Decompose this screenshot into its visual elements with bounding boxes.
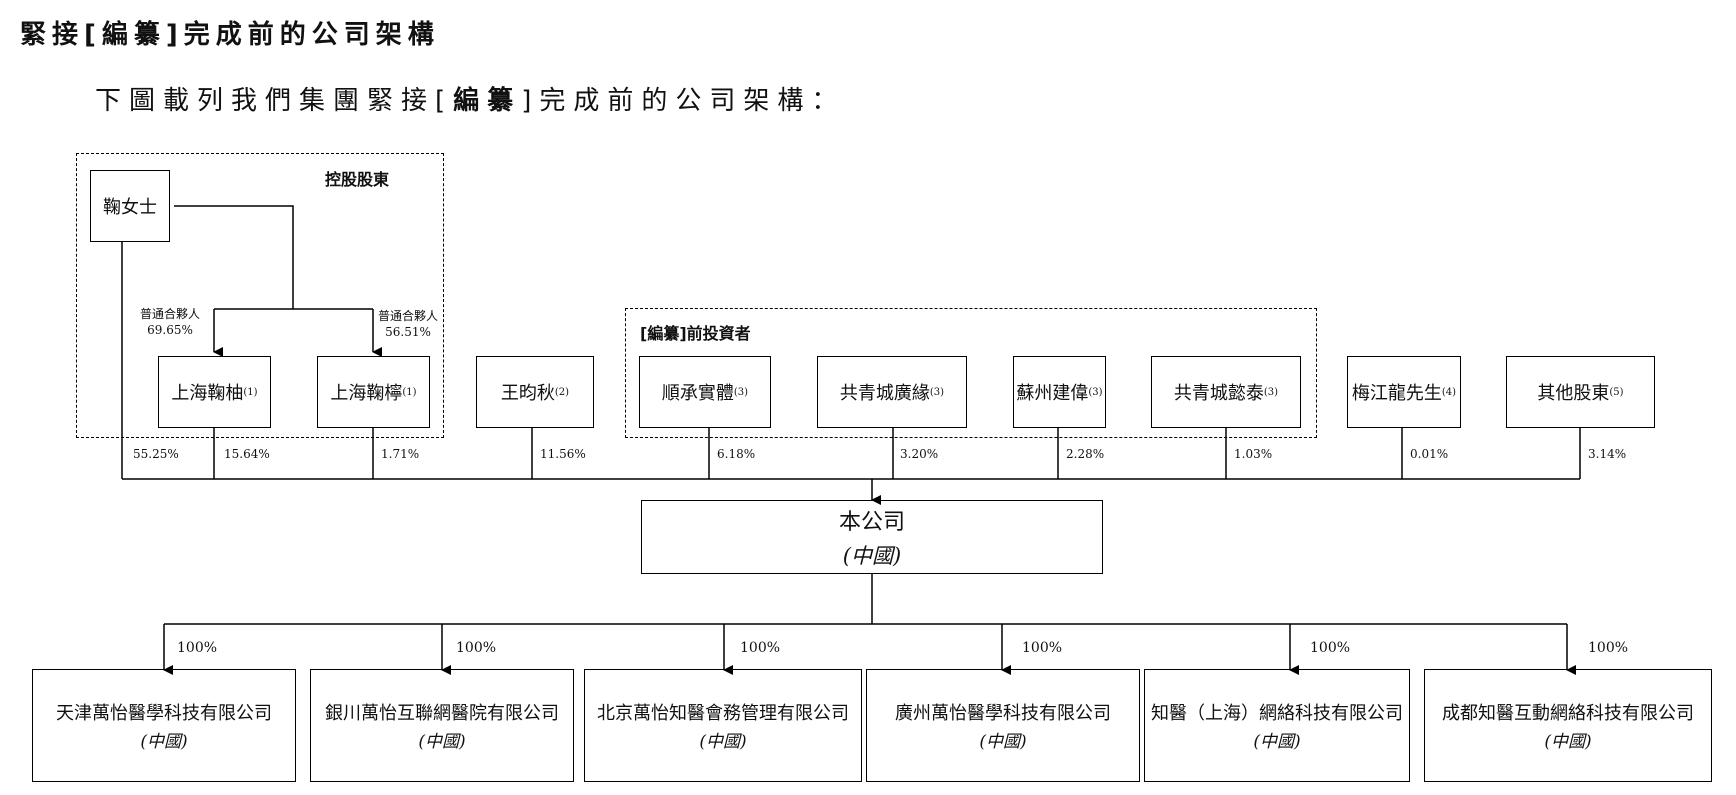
pct-wang: 11.56% xyxy=(540,447,586,461)
shareholder-guangyuan: 共青城廣緣(3) xyxy=(817,356,967,428)
sub-pct-3: 100% xyxy=(740,640,781,656)
subsidiary-5-country: (中國) xyxy=(1253,732,1301,752)
subsidiary-2-name: 銀川萬怡互聯網醫院有限公司 xyxy=(325,703,559,724)
shareholder-mei-note: (4) xyxy=(1441,386,1457,398)
pct-others: 3.14% xyxy=(1588,447,1627,461)
intro-bold: 編纂 xyxy=(453,86,522,116)
subsidiary-4: 廣州萬怡醫學科技有限公司 (中國) xyxy=(866,669,1140,782)
sub-pct-4: 100% xyxy=(1022,640,1063,656)
subsidiary-2-country: (中國) xyxy=(418,732,466,752)
pre-investor-bracket-open: [ xyxy=(640,324,648,343)
gp-juyou-pct: 69.65% xyxy=(147,323,193,337)
page-heading: 緊接[編纂]完成前的公司架構 xyxy=(20,20,440,50)
intro-bracket-close: ] xyxy=(521,86,540,116)
subsidiary-1: 天津萬怡醫學科技有限公司 (中國) xyxy=(32,669,296,782)
shareholder-juyou-note: (1) xyxy=(243,386,258,398)
shareholder-suzhou-name: 蘇州建偉 xyxy=(1016,383,1089,404)
sub-pct-6: 100% xyxy=(1588,640,1629,656)
pct-juyou: 15.64% xyxy=(224,447,270,461)
subsidiary-3-name: 北京萬怡知醫會務管理有限公司 xyxy=(597,703,849,724)
pct-ju: 55.25% xyxy=(133,447,179,461)
pct-mei: 0.01% xyxy=(1410,447,1449,461)
intro-text: 下圖載列我們集團緊接[編纂]完成前的公司架構： xyxy=(95,80,845,117)
shareholder-ju: 鞠女士 xyxy=(90,170,170,242)
subsidiary-4-name: 廣州萬怡醫學科技有限公司 xyxy=(895,703,1111,724)
intro-after: 完成前的公司架構： xyxy=(539,86,846,116)
pct-shuncheng: 6.18% xyxy=(717,447,756,461)
gp-label-juning: 普通合夥人 56.51% xyxy=(378,308,438,340)
shareholder-wang-name: 王昀秋 xyxy=(500,383,555,404)
gp-juyou-label: 普通合夥人 xyxy=(140,307,201,321)
shareholder-ju-name: 鞠女士 xyxy=(103,197,157,218)
shareholder-shuncheng-name: 順承實體 xyxy=(661,383,734,404)
subsidiary-2: 銀川萬怡互聯網醫院有限公司 (中國) xyxy=(310,669,574,782)
shareholder-guangyuan-note: (3) xyxy=(929,386,945,398)
subsidiary-3-country: (中國) xyxy=(699,732,747,752)
company-name: 本公司 xyxy=(838,510,905,535)
company-box: 本公司 (中國) xyxy=(641,500,1103,574)
shareholder-guangyuan-name: 共青城廣緣 xyxy=(839,383,930,404)
subsidiary-6-name: 成都知醫互動網絡科技有限公司 xyxy=(1442,703,1694,724)
shareholder-juyou: 上海鞠柚(1) xyxy=(158,356,271,428)
subsidiary-3: 北京萬怡知醫會務管理有限公司 (中國) xyxy=(584,669,862,782)
shareholder-yitai-note: (3) xyxy=(1263,386,1279,398)
shareholder-wang-note: (2) xyxy=(554,386,570,398)
subsidiary-1-country: (中國) xyxy=(140,732,188,752)
intro-before: 下圖載列我們集團緊接 xyxy=(95,86,436,116)
shareholder-yitai: 共青城懿泰(3) xyxy=(1151,356,1301,428)
shareholder-yitai-name: 共青城懿泰 xyxy=(1173,383,1264,404)
shareholder-juyou-name: 上海鞠柚 xyxy=(171,383,244,404)
pre-investor-bold: 編纂 xyxy=(647,324,680,343)
shareholder-juning-name: 上海鞠檸 xyxy=(330,383,403,404)
shareholder-mei-name: 梅江龍先生 xyxy=(1351,383,1442,404)
pct-suzhou: 2.28% xyxy=(1066,447,1105,461)
subsidiary-6-country: (中國) xyxy=(1544,732,1592,752)
gp-juning-label: 普通合夥人 xyxy=(378,309,439,323)
shareholder-others-note: (5) xyxy=(1609,386,1624,398)
shareholder-others: 其他股東(5) xyxy=(1506,356,1655,428)
shareholder-mei: 梅江龍先生(4) xyxy=(1347,356,1461,428)
shareholder-juning: 上海鞠檸(1) xyxy=(317,356,430,428)
subsidiary-5: 知醫（上海）網絡科技有限公司 (中國) xyxy=(1144,669,1410,782)
subsidiary-5-name: 知醫（上海）網絡科技有限公司 xyxy=(1151,703,1403,724)
sub-pct-5: 100% xyxy=(1310,640,1351,656)
shareholder-shuncheng-note: (3) xyxy=(733,386,749,398)
controlling-shareholder-group xyxy=(76,153,444,438)
controlling-shareholder-label: 控股股東 xyxy=(325,170,390,189)
pre-investor-group xyxy=(625,308,1317,438)
pct-yitai: 1.03% xyxy=(1234,447,1273,461)
pct-juning: 1.71% xyxy=(381,447,420,461)
gp-juning-pct: 56.51% xyxy=(385,325,431,339)
shareholder-others-name: 其他股東 xyxy=(1537,383,1610,404)
gp-label-juyou: 普通合夥人 69.65% xyxy=(140,306,200,338)
sub-pct-2: 100% xyxy=(456,640,497,656)
subsidiary-6: 成都知醫互動網絡科技有限公司 (中國) xyxy=(1424,669,1712,782)
shareholder-shuncheng: 順承實體(3) xyxy=(639,356,771,428)
company-country: (中國) xyxy=(842,544,902,568)
pre-investor-label-rest: ]前投資者 xyxy=(679,324,751,343)
shareholder-suzhou-note: (3) xyxy=(1088,386,1103,398)
subsidiary-1-name: 天津萬怡醫學科技有限公司 xyxy=(56,703,272,724)
intro-bracket-open: [ xyxy=(435,86,454,116)
sub-pct-1: 100% xyxy=(177,640,218,656)
pre-investor-label: [編纂]前投資者 xyxy=(640,320,751,344)
shareholder-wang: 王昀秋(2) xyxy=(476,356,594,428)
subsidiary-4-country: (中國) xyxy=(979,732,1027,752)
shareholder-juning-note: (1) xyxy=(402,386,417,398)
shareholder-suzhou: 蘇州建偉(3) xyxy=(1013,356,1106,428)
pct-guangyuan: 3.20% xyxy=(900,447,939,461)
